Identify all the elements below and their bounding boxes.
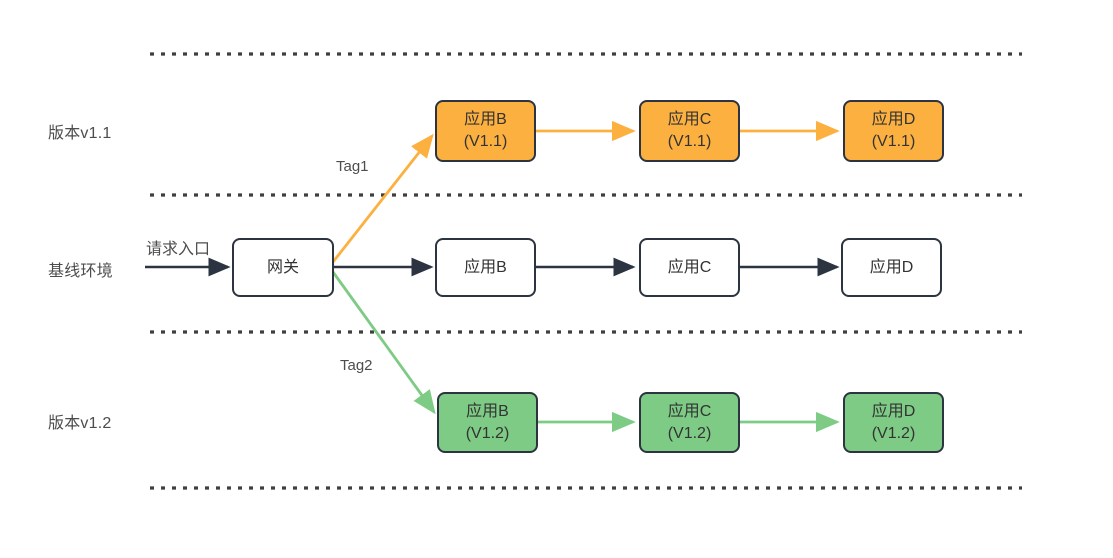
node-v11-app-b[interactable]: 应用B (V1.1): [435, 100, 536, 162]
node-v12-app-c-name: 应用C: [667, 402, 712, 420]
node-v12-app-d[interactable]: 应用D (V1.2): [843, 392, 944, 453]
tag1-label: Tag1: [336, 158, 369, 175]
node-v11-app-c-version: (V1.1): [667, 133, 712, 150]
node-v11-app-c[interactable]: 应用C (V1.1): [639, 100, 740, 162]
node-v12-app-b[interactable]: 应用B (V1.2): [437, 392, 538, 453]
node-v11-app-b-name: 应用B: [464, 111, 507, 129]
arrow-gateway-to-v11-b: [331, 133, 434, 263]
node-v11-app-d-name: 应用D: [871, 111, 916, 129]
node-v11-app-d-version: (V1.1): [871, 133, 916, 150]
separator-dashed-lines: [150, 52, 1022, 490]
tag2-label: Tag2: [340, 357, 373, 374]
node-gateway-label: 网关: [266, 258, 299, 276]
node-v12-app-b-version: (V1.2): [465, 424, 510, 442]
node-v11-app-d[interactable]: 应用D (V1.1): [843, 100, 944, 162]
node-v12-app-b-name: 应用B: [466, 402, 509, 420]
node-baseline-app-d[interactable]: 应用D: [841, 238, 942, 297]
node-baseline-app-b-name: 应用B: [464, 258, 507, 276]
request-entry-label: 请求入口: [146, 241, 211, 258]
node-baseline-app-c[interactable]: 应用C: [639, 238, 740, 297]
node-baseline-app-b[interactable]: 应用B: [435, 238, 536, 297]
row-label-version-v11: 版本v1.1: [48, 125, 112, 142]
node-gateway[interactable]: 网关: [232, 238, 334, 297]
arrow-gateway-to-v12-b: [331, 271, 436, 415]
row-label-baseline-env: 基线环境: [48, 263, 113, 280]
node-v12-app-c[interactable]: 应用C (V1.2): [639, 392, 740, 453]
node-baseline-app-c-name: 应用C: [667, 258, 712, 276]
row-label-version-v12: 版本v1.2: [48, 415, 112, 432]
node-v12-app-d-version: (V1.2): [871, 424, 916, 442]
node-v11-app-b-version: (V1.1): [463, 133, 508, 150]
node-v12-app-c-version: (V1.2): [667, 424, 712, 442]
node-v12-app-d-name: 应用D: [871, 402, 916, 420]
node-baseline-app-d-name: 应用D: [869, 258, 914, 276]
node-v11-app-c-name: 应用C: [667, 111, 712, 129]
